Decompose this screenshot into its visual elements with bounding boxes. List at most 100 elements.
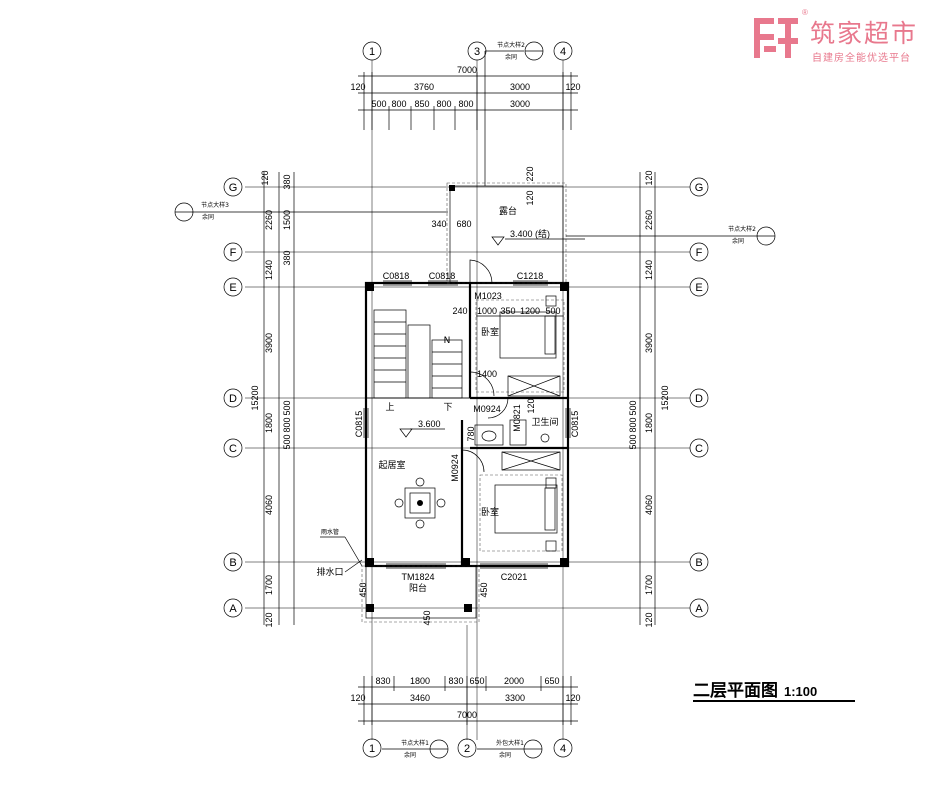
label-c0815-b: C0815 <box>570 411 580 438</box>
dim-top-800b: 800 <box>436 99 451 109</box>
dim-left-500: 500 <box>282 400 292 415</box>
bathroom-fixtures <box>474 419 550 446</box>
logo-brand-name: 筑家超市 <box>810 19 919 48</box>
axis-grid <box>245 60 690 740</box>
axis-bubbles: 1 3 4 1 2 4 G F E D C B A G F E D C B A <box>223 41 709 758</box>
dim-right-15200: 15200 <box>660 385 670 410</box>
dim-top-3000b: 3000 <box>510 99 530 109</box>
dim-left-1700: 1700 <box>264 575 274 595</box>
detail-right-name: 节点大样2 <box>728 225 756 233</box>
windows <box>363 280 571 569</box>
dim-left-4060: 4060 <box>264 495 274 515</box>
dim-right-120-bot: 120 <box>644 612 654 627</box>
room-bedroom1: 卧室 <box>481 326 499 338</box>
dim-left-3900: 3900 <box>264 333 274 353</box>
detail-bot2-note: 余同 <box>499 751 511 759</box>
dim-bot-3460: 3460 <box>410 693 430 703</box>
axis-A-left: A <box>229 603 237 615</box>
note-drain: 排水口 <box>316 566 343 578</box>
axis-2-bottom: 2 <box>464 743 470 755</box>
dim-bot-650a: 650 <box>469 676 484 686</box>
axis-C-right: C <box>695 443 703 455</box>
dim-bot-2000: 2000 <box>504 676 524 686</box>
dim-top-3000: 3000 <box>510 82 530 92</box>
dim-right-120-top: 120 <box>644 170 654 185</box>
room-bedroom2: 卧室 <box>481 506 499 518</box>
dim-i220: 220 <box>525 166 535 181</box>
dim-i120b: 120 <box>526 398 536 413</box>
dim-i1400: 1400 <box>477 369 497 379</box>
label-c0818-a: C0818 <box>383 271 410 281</box>
dim-right-4060: 4060 <box>644 495 654 515</box>
bedroom2-furniture <box>479 451 563 552</box>
detail-bot2-name: 外包大样1 <box>496 739 524 747</box>
dim-top-120-r: 120 <box>565 82 580 92</box>
dim-left-1500: 1500 <box>282 210 292 230</box>
doors <box>461 259 509 473</box>
dim-left-120-top: 120 <box>260 170 270 185</box>
detail-top-name: 节点大样2 <box>497 41 525 49</box>
detail-right-note: 余同 <box>732 237 744 245</box>
dim-left-380b: 380 <box>282 250 292 265</box>
detail-bot1-note: 余同 <box>404 751 416 759</box>
dim-right-800: 800 <box>628 417 638 432</box>
drawing-title-scale: 1:100 <box>784 684 818 699</box>
room-terrace: 露台 <box>499 205 517 217</box>
dim-top-800a: 800 <box>391 99 406 109</box>
label-c1218: C1218 <box>517 271 544 281</box>
axis-G-right: G <box>695 182 704 194</box>
drawing-title: 二层平面图 1:100 <box>693 676 855 702</box>
dim-bot-830a: 830 <box>375 676 390 686</box>
top-dimensions: 7000 120 3760 3000 120 500 800 850 800 8… <box>350 65 581 130</box>
room-balcony: 阳台 <box>409 582 427 594</box>
label-m0924-b: M0924 <box>450 454 460 482</box>
axis-1-bottom: 1 <box>369 743 375 755</box>
dim-i780: 780 <box>466 426 476 441</box>
axis-4-top: 4 <box>560 46 566 58</box>
dim-i450-b: 450 <box>479 582 489 597</box>
room-bath: 卫生间 <box>531 416 558 428</box>
label-tm1824: TM1824 <box>401 572 434 582</box>
dim-bot-830b: 830 <box>448 676 463 686</box>
detail-callouts: 节点大样2 余同 节点大样3 余同 节点大样2 余同 节点大样1 余同 外包大样… <box>174 41 776 759</box>
dim-i450-c: 450 <box>422 610 432 625</box>
dim-right-1700: 1700 <box>644 575 654 595</box>
dim-top-800c: 800 <box>458 99 473 109</box>
dim-right-500: 500 <box>628 400 638 415</box>
label-c0815-a: C0815 <box>354 411 364 438</box>
left-dimensions: 120 2260 1240 3900 1800 4060 1700 120 38… <box>250 170 295 628</box>
level-floor: 3.600 <box>418 419 441 429</box>
detail-left-name: 节点大样3 <box>201 201 229 209</box>
logo-mark-icon <box>754 18 798 58</box>
dim-bot-3300: 3300 <box>505 693 525 703</box>
dim-i1000: 1000 <box>477 306 497 316</box>
stair-n: N <box>444 336 451 346</box>
label-m0924-a: M0924 <box>473 404 501 414</box>
dim-left-120-bot: 120 <box>264 612 274 627</box>
opening-labels: C0818 C0818 C1218 M1023 M0924 M0821 C081… <box>354 271 580 582</box>
right-dimensions: 120 2260 1240 3900 1800 4060 1700 120 50… <box>628 170 670 627</box>
detail-bot1-name: 节点大样1 <box>401 739 429 747</box>
dim-top-850: 850 <box>414 99 429 109</box>
dim-right-2260: 2260 <box>644 210 654 230</box>
dim-left-500b: 500 <box>282 434 292 449</box>
stair-down: 下 <box>443 403 452 413</box>
dim-i240: 240 <box>452 306 467 316</box>
axis-E-left: E <box>229 282 236 294</box>
bottom-dimensions: 830 1800 830 650 2000 650 120 3460 3300 … <box>350 676 581 725</box>
axis-C-left: C <box>229 443 237 455</box>
logo-tagline: 自建房全能优选平台 <box>812 53 911 64</box>
dim-i340: 340 <box>431 219 446 229</box>
dim-i350: 350 <box>500 306 515 316</box>
dim-total-top: 7000 <box>457 65 477 75</box>
axis-G-left: G <box>229 182 238 194</box>
label-m0821: M0821 <box>512 404 522 432</box>
walls <box>361 182 570 623</box>
drawing-title-main: 二层平面图 <box>693 681 778 701</box>
dim-bot-120-r: 120 <box>565 693 580 703</box>
room-labels: 露台 3.400 (结) 卧室 卫生间 起居室 卧室 阳台 3.600 <box>378 205 585 594</box>
axis-4-bottom: 4 <box>560 743 566 755</box>
dim-right-1240: 1240 <box>644 260 654 280</box>
dim-i500: 500 <box>545 306 560 316</box>
